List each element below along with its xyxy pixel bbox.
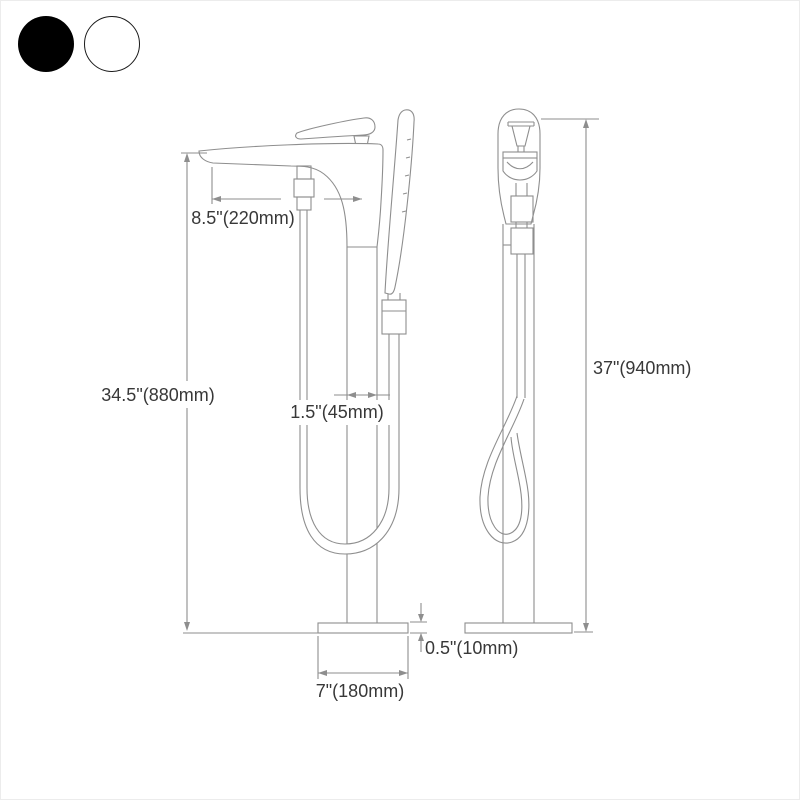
- dimension-base-width: 7"(180mm): [316, 636, 409, 701]
- base-plate-side: [464, 622, 573, 634]
- shower-holder-side: [497, 108, 541, 225]
- waterfall-spout: [198, 142, 384, 248]
- base-width-label: 7"(180mm): [316, 681, 404, 701]
- dimension-spout-reach: 8.5"(220mm): [191, 167, 362, 228]
- spout-side: [502, 151, 538, 181]
- spout-reach-label: 8.5"(220mm): [191, 208, 294, 228]
- color-options: [18, 16, 140, 72]
- faucet-height-label: 34.5"(880mm): [101, 385, 214, 405]
- hand-shower: [381, 109, 415, 335]
- color-swatch-black[interactable]: [18, 16, 74, 72]
- dimension-base-thickness: 0.5"(10mm): [410, 603, 518, 658]
- color-swatch-white[interactable]: [84, 16, 140, 72]
- dimension-column-width: 1.5"(45mm): [281, 392, 394, 425]
- riser-column: [346, 247, 378, 623]
- riser-column-side: [502, 224, 535, 623]
- overall-height-label: 37"(940mm): [593, 358, 691, 378]
- side-view-drawing: [464, 108, 573, 634]
- handle-side: [507, 121, 535, 152]
- hose-connector-side: [510, 183, 534, 255]
- column-width-label: 1.5"(45mm): [290, 402, 383, 422]
- base-plate-front: [183, 622, 409, 634]
- spout-hose-connector: [293, 165, 315, 211]
- shower-hose-loop: [299, 210, 400, 555]
- base-thickness-label: 0.5"(10mm): [425, 638, 518, 658]
- dimension-overall-height: 37"(940mm): [541, 118, 691, 633]
- front-view-drawing: [183, 109, 415, 634]
- dimension-faucet-height: 34.5"(880mm): [95, 152, 222, 631]
- hanging-hose-side: [479, 254, 530, 544]
